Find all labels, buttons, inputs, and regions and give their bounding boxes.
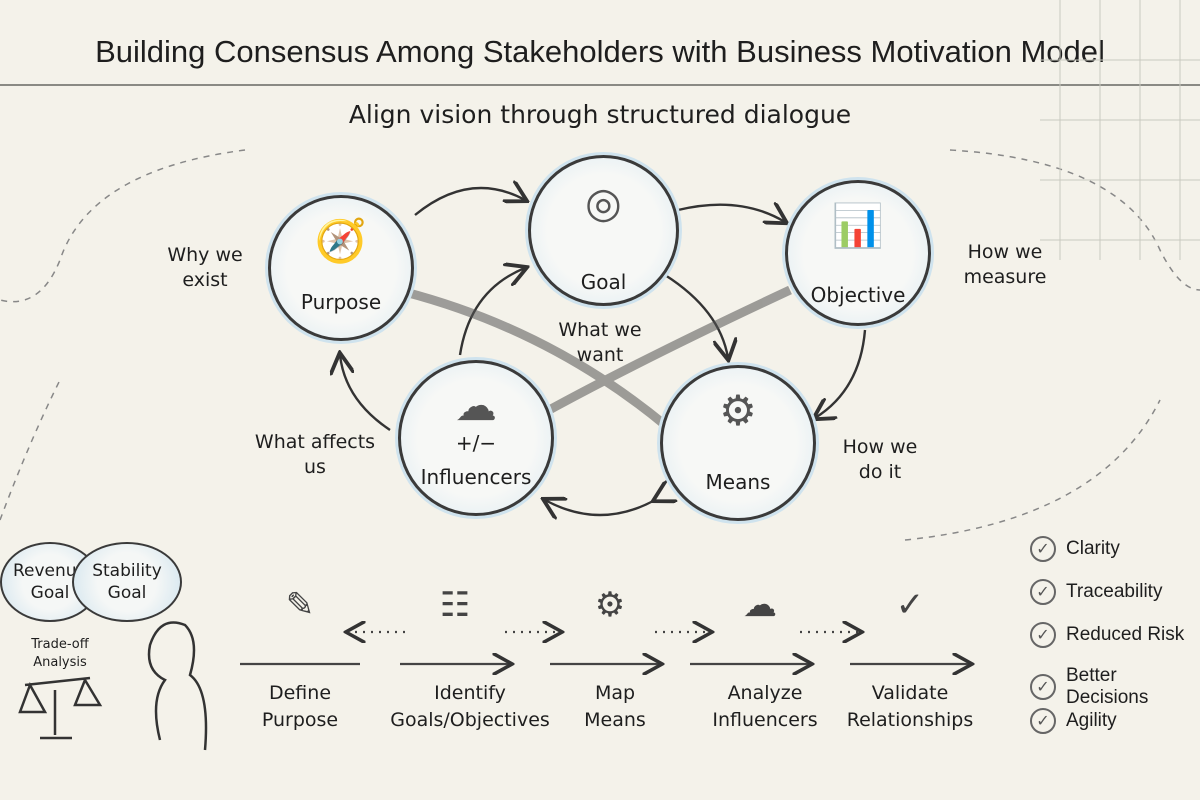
arrow-goal-means (664, 273, 728, 358)
bubble-text: Goal (107, 583, 147, 603)
dashed-curve-right-lower (904, 399, 1161, 541)
bubble-text: Revenue Goal (12, 561, 88, 603)
bubble-text: Stability (92, 561, 162, 581)
plus-minus-symbol: +/− (455, 431, 497, 455)
check-circle-icon: ✓ (1030, 579, 1056, 605)
band-objective-influencers (537, 285, 792, 419)
node-label: Means (705, 470, 771, 494)
arrow-goal-objective (677, 205, 785, 222)
arrow-means-influencers (545, 500, 655, 515)
check-circle-icon: ✓ (1030, 708, 1056, 734)
handshake-check-icon: ✓ (895, 585, 925, 625)
node-influencers: ☁ +/− Influencers (398, 360, 554, 516)
title-underline (0, 84, 1200, 86)
tradeoff-label: Trade-off Analysis (31, 637, 89, 670)
benefit-item: ✓Better Decisions (1030, 665, 1195, 709)
node-label: Purpose (300, 290, 382, 314)
node-label: Influencers (420, 465, 532, 489)
person-figure (147, 621, 208, 751)
node-purpose: 🧭 Purpose (268, 195, 414, 341)
page-title: Building Consensus Among Stakeholders wi… (95, 34, 1105, 69)
band-purpose-means (403, 287, 668, 429)
check-circle-icon: ✓ (1030, 536, 1056, 562)
compass-icon: 🧭 (314, 216, 368, 265)
benefit-item: ✓Clarity (1030, 536, 1195, 562)
node-label: Objective (810, 283, 906, 307)
cloud-icon: ☁ (455, 381, 497, 430)
page-subtitle: Align vision through structured dialogue (348, 100, 852, 129)
dashed-curve-left (0, 149, 246, 303)
note-how-we-do-it: How we do it (842, 436, 918, 483)
target-icon: ◎ (585, 178, 622, 227)
arrow-purpose-goal (414, 188, 525, 216)
arrow-influencers-purpose (340, 355, 391, 431)
checklist-magnifier-icon: ☷ (439, 585, 471, 625)
note-how-we-measure: How we measure (963, 241, 1047, 288)
cloud-arrows-icon: ☁ (743, 585, 777, 625)
benefit-item: ✓Traceability (1030, 579, 1195, 605)
ruler-chart-icon: 📊 (831, 201, 885, 250)
benefit-item: ✓Agility (1030, 708, 1195, 734)
arrow-objective-means (815, 329, 867, 418)
node-objective: 📊 Objective (785, 180, 931, 326)
benefit-item: ✓Reduced Risk (1030, 622, 1195, 648)
pencil-speech-icon: ✎ (285, 585, 315, 625)
gears-icon: ⚙ (719, 386, 757, 435)
check-circle-icon: ✓ (1030, 622, 1056, 648)
dashed-curve-left-lower (0, 379, 61, 521)
arrow-influencers-goal (458, 268, 525, 356)
flowchart-gear-icon: ⚙ (594, 585, 626, 625)
node-means: ⚙ Means (660, 365, 816, 521)
note-why-we-exist: Why we exist (167, 244, 243, 291)
grid-corner (1040, 0, 1200, 260)
node-goal: ◎ Goal (528, 155, 679, 306)
check-circle-icon: ✓ (1030, 674, 1056, 700)
note-what-affects-us: What affects us (254, 431, 376, 478)
node-label: Goal (580, 270, 627, 294)
note-what-we-want: What we want (558, 319, 642, 366)
dashed-curve-right (949, 149, 1200, 291)
scale-icon (18, 676, 103, 740)
